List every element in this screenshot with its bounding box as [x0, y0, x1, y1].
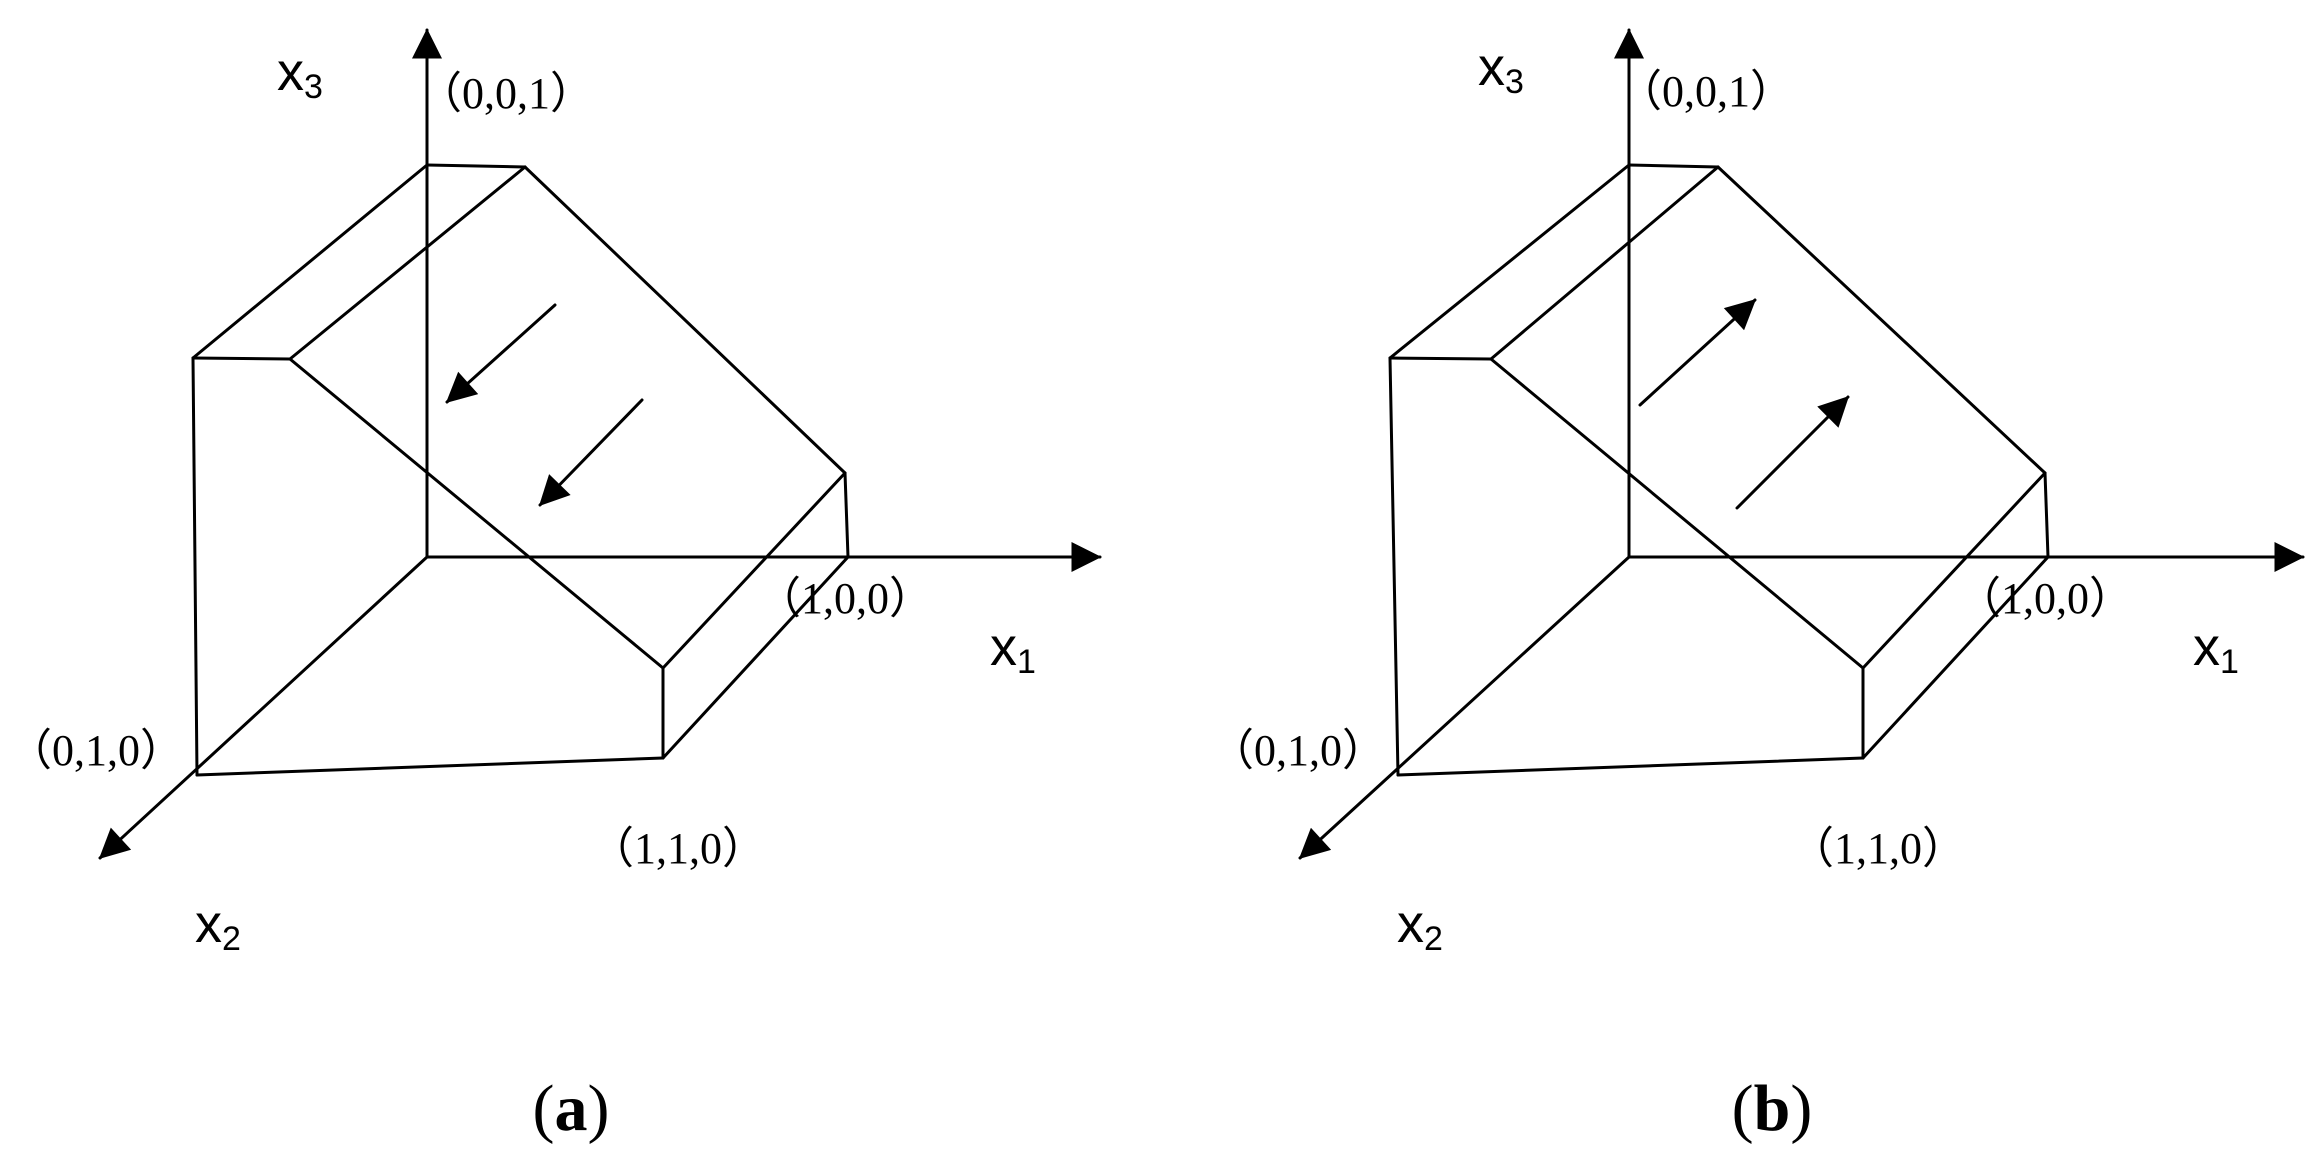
point-label-010: （0,1,0）: [8, 726, 184, 775]
x1-axis-label: x1: [990, 617, 1036, 681]
point-label-110: （1,1,0）: [1790, 824, 1966, 873]
flow-arrow-upper: [445, 303, 557, 404]
x1-axis-label: x1: [2193, 617, 2239, 681]
x2-axis: [1298, 555, 1631, 860]
panel-a: x3 x1 x2 （0,0,1） （1,0,0） （0,1,0） （1,1,0）…: [8, 28, 1102, 1145]
x2-axis: [98, 555, 429, 860]
point-label-001: （0,0,1）: [418, 69, 594, 118]
panel-label-a: (a): [533, 1072, 610, 1145]
point-label-100: （1,0,0）: [1957, 574, 2133, 623]
panel-b: x3 x1 x2 （0,0,1） （1,0,0） （0,1,0） （1,1,0）…: [1210, 28, 2305, 1145]
x3-axis-label: x3: [277, 42, 323, 106]
panel-label-b: (b): [1732, 1072, 1813, 1145]
flow-arrow-lower: [538, 398, 644, 507]
flow-arrow-lower: [1735, 395, 1850, 510]
point-label-001: （0,0,1）: [1618, 67, 1794, 116]
x3-axis-label: x3: [1478, 37, 1524, 101]
x2-axis-label: x2: [195, 894, 241, 958]
point-label-110: （1,1,0）: [590, 824, 766, 873]
polyhedron-edges: [1388, 163, 2050, 777]
point-label-010: （0,1,0）: [1210, 726, 1386, 775]
polyhedron-edges: [191, 163, 850, 777]
point-label-100: （1,0,0）: [757, 574, 933, 623]
x2-axis-label: x2: [1397, 894, 1443, 958]
flow-arrow-upper: [1638, 298, 1757, 407]
